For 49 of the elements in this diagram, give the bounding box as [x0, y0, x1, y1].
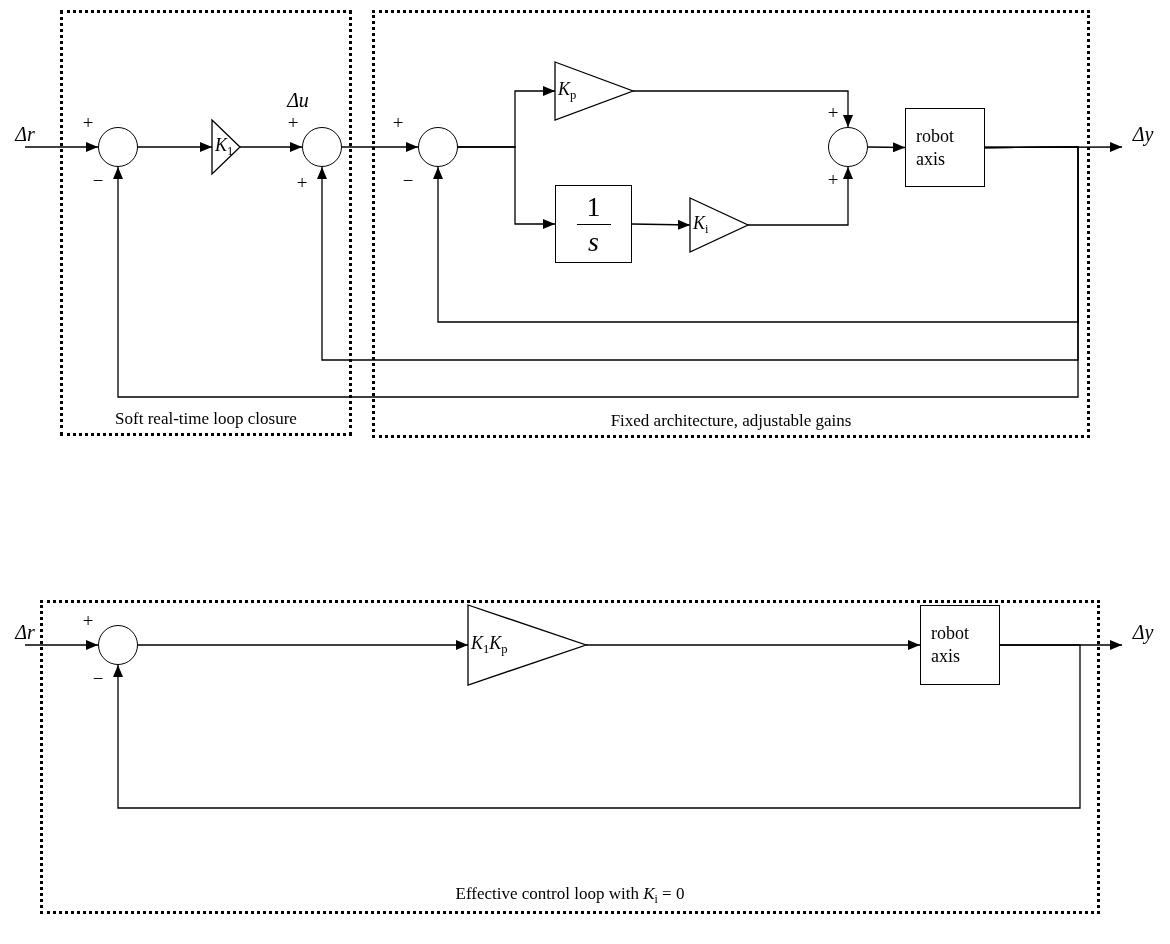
sign-label: − — [92, 668, 104, 688]
signal-label: Δy — [1122, 619, 1164, 645]
gain-triangle — [555, 62, 633, 120]
sign-label: + — [827, 102, 839, 122]
signal-arrow — [24, 640, 99, 650]
sign-label: − — [92, 170, 104, 190]
group-caption: Soft real-time loop closure — [113, 409, 299, 428]
signal-arrow — [239, 142, 303, 152]
gain-label: K$_{1}$K$_{p}$ — [471, 633, 508, 657]
sign-label: + — [392, 112, 404, 132]
gain-triangle — [212, 120, 240, 174]
group-caption: Fixed architecture, adjustable gains — [608, 411, 854, 430]
sign-label: + — [827, 169, 839, 189]
signal-label: Δr — [5, 121, 45, 147]
gain-label: K$_{p}$ — [558, 79, 577, 103]
gain-triangle — [468, 605, 586, 685]
signal-arrow — [747, 166, 853, 226]
dotted-group-frame — [372, 10, 1090, 438]
gain-label: K$_{1}$ — [215, 135, 234, 159]
plant-block — [905, 108, 985, 187]
dotted-group-frame — [40, 600, 1100, 914]
block-label: robot axis — [916, 124, 955, 171]
gain-label: K$_{i}$ — [693, 213, 709, 237]
fraction-numerator: 1 — [586, 192, 601, 222]
plant-block — [920, 605, 1000, 685]
signal-arrow — [867, 142, 906, 153]
signal-label: Δr — [5, 619, 45, 645]
signal-arrow — [585, 640, 921, 650]
sign-label: + — [296, 172, 308, 192]
sign-label: + — [82, 112, 94, 132]
signal-label: Δy — [1122, 121, 1164, 147]
group-caption: Effective control loop with K$_{i}$ = 0 — [453, 884, 687, 904]
feedback-arrow — [113, 146, 1079, 398]
gain-triangle — [690, 198, 748, 252]
signal-arrow — [137, 640, 469, 650]
fraction-denominator: s — [588, 226, 599, 256]
signal-arrow — [24, 142, 99, 152]
signal-arrow — [341, 142, 419, 152]
signal-arrow — [631, 219, 691, 230]
signal-arrow — [457, 146, 556, 229]
sign-label: − — [402, 170, 414, 190]
block-label: robot axis — [931, 621, 970, 668]
dotted-group-frame — [60, 10, 352, 436]
sign-label: + — [82, 610, 94, 630]
feedback-arrow — [113, 644, 1081, 809]
signal-arrow — [137, 142, 213, 152]
transfer-function-block — [555, 185, 632, 263]
sign-label: + — [287, 112, 299, 132]
signal-arrow — [632, 90, 853, 128]
